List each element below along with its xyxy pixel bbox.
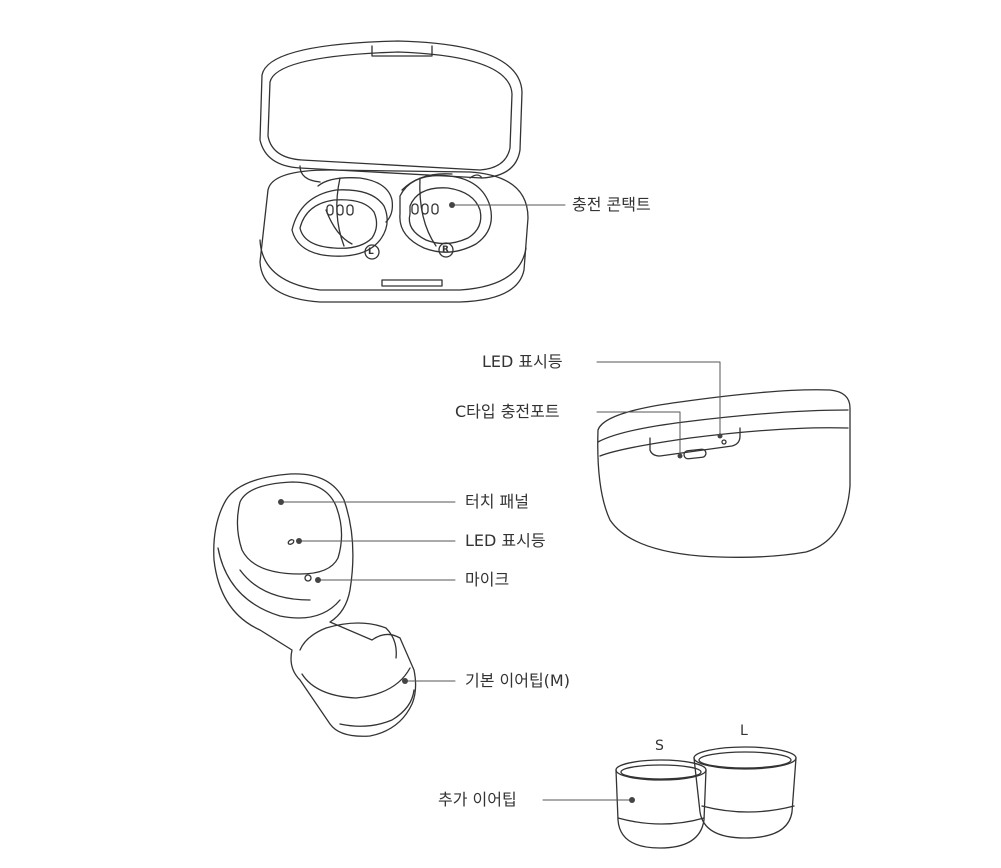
case-lid xyxy=(259,40,523,179)
eartip-large-illustration xyxy=(693,746,797,839)
left-mark-circle xyxy=(364,244,380,260)
label-charging-contacts: 충전 콘택트 xyxy=(572,195,651,214)
leader-charging-contacts xyxy=(449,202,566,208)
right-mark-label: R xyxy=(442,245,449,255)
leader-extra-eartips xyxy=(542,797,635,803)
label-touch-panel: 터치 패널 xyxy=(465,492,529,511)
case-led-dot xyxy=(721,439,727,445)
label-default-eartip: 기본 이어팁(M) xyxy=(465,671,570,690)
label-size-l: L xyxy=(740,723,748,739)
right-earbud-slot xyxy=(399,174,493,253)
right-mark-circle xyxy=(438,242,454,258)
case-base xyxy=(259,169,529,303)
leader-mic xyxy=(315,577,456,583)
earbud-led-slot xyxy=(287,539,295,545)
leader-default-eartip xyxy=(402,678,456,684)
label-usb-c-port: C타입 충전포트 xyxy=(455,402,560,421)
label-case-led: LED 표시등 xyxy=(482,352,563,371)
earbud-illustration xyxy=(213,473,417,737)
closed-case-illustration xyxy=(597,389,851,558)
open-case-illustration xyxy=(259,40,529,303)
label-size-s: S xyxy=(655,738,664,754)
usb-c-port xyxy=(683,448,707,460)
label-extra-eartips: 추가 이어팁 xyxy=(438,790,517,809)
label-mic: 마이크 xyxy=(465,570,510,589)
leader-usb-c-port xyxy=(596,411,683,459)
leader-earbud-led xyxy=(296,538,456,544)
leader-case-led xyxy=(596,361,723,439)
left-mark-label: L xyxy=(368,247,374,257)
charging-contact-pins xyxy=(326,203,439,216)
touch-panel-surface xyxy=(236,481,343,575)
label-earbud-led: LED 표시등 xyxy=(465,531,546,550)
mic-hole xyxy=(304,574,312,582)
leader-touch-panel xyxy=(278,499,456,505)
eartip-small-illustration xyxy=(615,759,707,849)
